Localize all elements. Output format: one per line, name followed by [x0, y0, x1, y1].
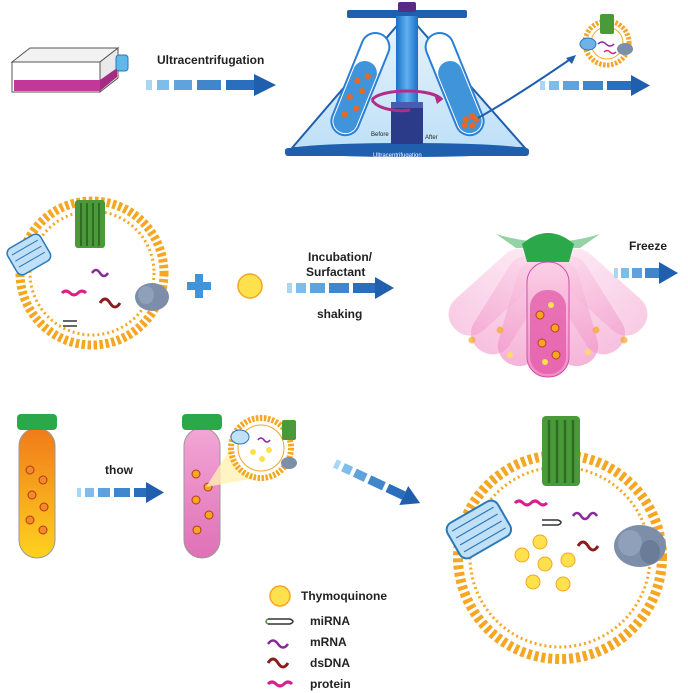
plus-icon [187, 274, 211, 298]
dsdna-legend-icon [266, 657, 290, 669]
protein-legend-icon [266, 680, 294, 688]
tq-1 [532, 534, 548, 550]
large-mrna-icon [571, 511, 599, 521]
membrane-channel-blue-icon [6, 233, 52, 276]
large-protein-grey-icon [614, 525, 666, 567]
legend-label-protein: protein [310, 677, 351, 691]
tq-5 [525, 574, 541, 590]
legend-label-thymoquinone: Thymoquinone [301, 589, 387, 603]
centrifuge-icon: Before After Ultracentrifugation [285, 2, 529, 159]
large-mirna-icon [542, 519, 562, 526]
tq-3 [537, 556, 553, 572]
arrow-top-right [540, 75, 650, 96]
before-label: Before [371, 132, 389, 138]
exosome-icon [6, 196, 169, 350]
incubation-label: Incubation/ [308, 250, 373, 264]
culture-flask-icon [10, 46, 129, 94]
mirna-icon [63, 320, 77, 327]
shaking-tubes-icon [448, 233, 648, 378]
tq-2 [514, 547, 530, 563]
thymoquinone-molecule-icon [237, 273, 263, 299]
legend: Thymoquinone miRNA mRNA dsDNA protein [265, 585, 387, 691]
thaw-label: thow [105, 463, 134, 477]
tq-4 [560, 552, 576, 568]
tq-6 [555, 576, 571, 592]
legend-label-mrna: mRNA [310, 635, 347, 649]
protein-icon [60, 289, 88, 297]
arrow-thaw [77, 482, 164, 503]
legend-label-mirna: miRNA [310, 614, 350, 628]
arrow-ultracentrifugation [146, 74, 276, 96]
arrow-freeze [614, 262, 678, 284]
centrifuge-base-label: Ultracentrifugation [373, 153, 422, 159]
mrna-legend-icon [266, 639, 290, 649]
small-exosome-icon [579, 14, 633, 68]
curved-arrowhead [566, 55, 576, 64]
orange-test-tube-icon [17, 414, 57, 559]
arrow-diagonal [332, 459, 421, 506]
dsdna-icon [98, 297, 122, 309]
pink-test-tube-icon [182, 414, 222, 559]
curved-arrow-to-exosome [477, 57, 573, 119]
ultracentrifugation-label: Ultracentrifugation [157, 53, 264, 67]
after-label: After [425, 135, 438, 141]
thymoquinone-legend-icon [269, 585, 291, 607]
shaking-label: shaking [317, 307, 362, 321]
freeze-label: Freeze [629, 239, 667, 253]
large-dsdna-icon [576, 540, 600, 552]
loaded-exosome-large-icon [445, 416, 667, 664]
surfactant-label: Surfactant [306, 265, 365, 279]
mirna-legend-icon [265, 618, 294, 625]
membrane-protein-grey-icon [135, 283, 169, 311]
large-receptor-green-icon [542, 416, 580, 486]
loaded-exosome-small-icon [228, 415, 297, 481]
mrna-icon [90, 268, 110, 278]
large-protein-chain-icon [513, 499, 549, 507]
arrow-incubation [287, 277, 394, 299]
large-channel-blue-icon [445, 499, 513, 560]
membrane-receptor-green-icon [75, 200, 105, 248]
legend-label-dsdna: dsDNA [310, 656, 350, 670]
